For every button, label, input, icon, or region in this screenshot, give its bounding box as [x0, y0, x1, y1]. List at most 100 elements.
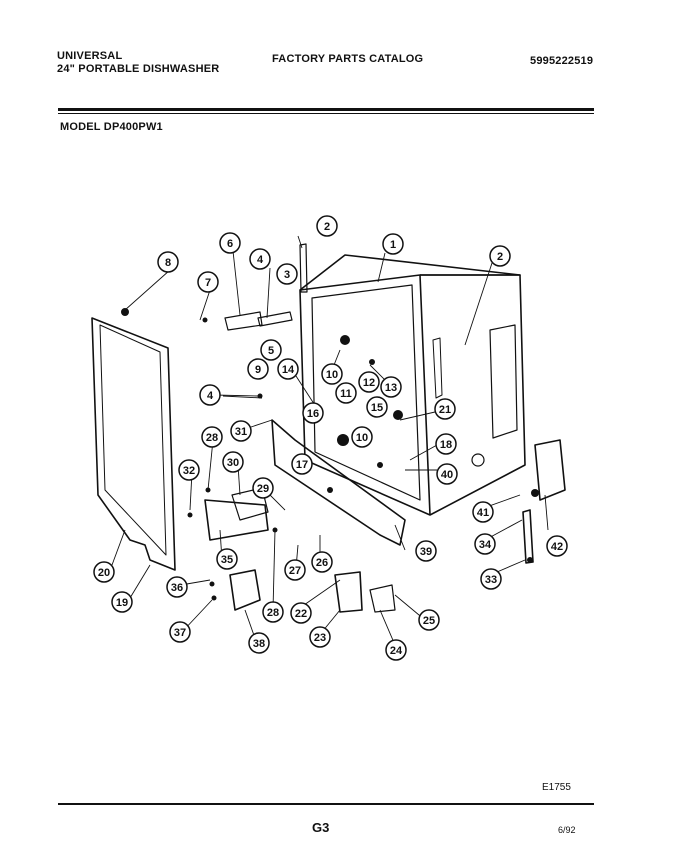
caster-housing — [534, 439, 566, 501]
callout-4b: 4 — [199, 384, 221, 406]
callout-5: 5 — [260, 339, 282, 361]
callout-21: 21 — [434, 398, 456, 420]
callout-31: 31 — [230, 420, 252, 442]
small-part-24 — [369, 584, 396, 613]
page-number: G3 — [312, 820, 330, 835]
callout-17: 17 — [291, 453, 313, 475]
callout-1: 1 — [382, 233, 404, 255]
callout-18: 18 — [435, 433, 457, 455]
callout-16: 16 — [302, 402, 324, 424]
svg-text:2: 2 — [497, 251, 503, 263]
callout-41: 41 — [472, 501, 494, 523]
callout-7: 7 — [197, 271, 219, 293]
kick-plate — [204, 499, 269, 541]
hinge-part — [334, 571, 363, 613]
model-value: DP400PW1 — [103, 121, 163, 133]
svg-text:32: 32 — [183, 465, 195, 477]
callout-4a: 4 — [249, 248, 271, 270]
svg-text:33: 33 — [485, 574, 497, 586]
callout-30: 30 — [222, 451, 244, 473]
lower-panel — [271, 419, 406, 546]
callout-23: 23 — [309, 626, 331, 648]
svg-text:29: 29 — [257, 483, 269, 495]
callout-3: 3 — [276, 263, 298, 285]
svg-text:3: 3 — [284, 269, 290, 281]
callout-25: 25 — [418, 609, 440, 631]
model-label: MODEL — [60, 121, 101, 133]
callout-29: 29 — [252, 477, 274, 499]
callout-40: 40 — [436, 463, 458, 485]
svg-text:9: 9 — [255, 364, 261, 376]
svg-text:19: 19 — [116, 597, 128, 609]
svg-text:26: 26 — [316, 557, 328, 569]
header-rule-thin — [58, 113, 594, 114]
callout-11: 11 — [335, 382, 357, 404]
callout-22: 22 — [290, 602, 312, 624]
svg-text:24: 24 — [390, 645, 403, 657]
door-gasket — [91, 317, 176, 571]
drawing-code: E1755 — [542, 782, 571, 793]
callout-42: 42 — [546, 535, 568, 557]
svg-text:39: 39 — [420, 546, 432, 558]
svg-text:18: 18 — [440, 439, 452, 451]
svg-text:34: 34 — [479, 539, 492, 551]
svg-text:7: 7 — [205, 277, 211, 289]
callout-24: 24 — [385, 639, 407, 661]
footer-rule — [58, 803, 594, 805]
callout-26: 26 — [311, 551, 333, 573]
door-gasket-inner — [99, 324, 167, 556]
bracket — [231, 487, 269, 521]
callout-14: 14 — [277, 358, 299, 380]
svg-text:12: 12 — [363, 377, 375, 389]
latch-3 — [257, 311, 293, 327]
svg-text:36: 36 — [171, 582, 183, 594]
tub-front-frame — [299, 274, 431, 516]
callout-10b: 10 — [351, 426, 373, 448]
svg-text:31: 31 — [235, 426, 247, 438]
callout-28b: 28 — [262, 601, 284, 623]
side-fitting — [471, 453, 485, 467]
callout-35: 35 — [216, 548, 238, 570]
catalog-title: FACTORY PARTS CATALOG — [272, 53, 424, 65]
callout-27: 27 — [284, 559, 306, 581]
svg-text:38: 38 — [253, 638, 265, 650]
svg-text:25: 25 — [423, 615, 435, 627]
svg-text:20: 20 — [98, 567, 110, 579]
svg-text:15: 15 — [371, 402, 383, 414]
svg-text:10: 10 — [326, 369, 338, 381]
callout-33: 33 — [480, 568, 502, 590]
caster-rod — [522, 509, 534, 564]
tub-inner-frame — [311, 284, 421, 501]
part-number: 5995222519 — [530, 55, 594, 67]
svg-text:6: 6 — [227, 238, 233, 250]
svg-text:11: 11 — [340, 388, 352, 400]
callout-32: 32 — [178, 459, 200, 481]
tub-side — [420, 274, 526, 516]
header-rule — [58, 108, 594, 111]
callout-19: 19 — [111, 591, 133, 613]
svg-text:4: 4 — [257, 254, 264, 266]
svg-text:42: 42 — [551, 541, 563, 553]
callout-38: 38 — [248, 632, 270, 654]
rod-2 — [299, 243, 308, 293]
callout-37: 37 — [169, 621, 191, 643]
callout-9: 9 — [247, 358, 269, 380]
callout-10a: 10 — [321, 363, 343, 385]
svg-text:2: 2 — [324, 221, 330, 233]
callout-34: 34 — [474, 533, 496, 555]
svg-text:10: 10 — [356, 432, 368, 444]
svg-text:37: 37 — [174, 627, 186, 639]
product-name: 24" PORTABLE DISHWASHER — [57, 63, 220, 75]
svg-text:23: 23 — [314, 632, 326, 644]
side-slot — [432, 337, 443, 399]
svg-text:21: 21 — [439, 404, 451, 416]
callout-28a: 28 — [201, 426, 223, 448]
svg-text:35: 35 — [221, 554, 233, 566]
svg-text:17: 17 — [296, 459, 308, 471]
svg-text:14: 14 — [282, 364, 295, 376]
svg-text:41: 41 — [477, 507, 489, 519]
callout-2b: 2 — [489, 245, 511, 267]
side-opening — [489, 324, 518, 439]
model-line: MODEL DP400PW1 — [60, 121, 163, 133]
